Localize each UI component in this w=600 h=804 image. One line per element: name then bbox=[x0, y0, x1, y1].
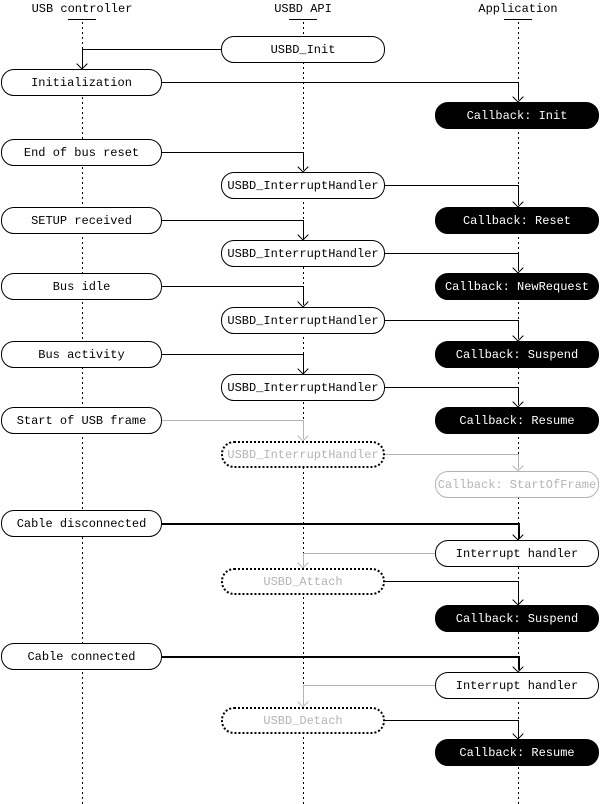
lane-underline-app bbox=[504, 19, 532, 20]
arrow-down-icon bbox=[512, 594, 524, 606]
arrow-down-icon bbox=[512, 661, 524, 673]
lane-header-controller: USB controller bbox=[31, 2, 133, 16]
node-cable-disconnected: Cable disconnected bbox=[1, 510, 162, 537]
node-usbd-interrupthandler-3: USBD_InterruptHandler bbox=[221, 307, 385, 334]
lifeline-api bbox=[303, 22, 304, 804]
arrow-down-icon bbox=[512, 396, 524, 408]
connector-usbd-attach-to-callback-suspend-2-vline bbox=[518, 581, 519, 603]
lane-underline-controller bbox=[68, 19, 96, 20]
connector-start-of-usb-frame-to-usbd-interrupthandler-5-hline bbox=[161, 420, 303, 421]
connector-cable-connected-to-interrupt-handler-2-vline bbox=[518, 656, 520, 670]
arrow-down-icon bbox=[297, 161, 309, 173]
arrow-down-icon bbox=[512, 728, 524, 740]
node-interrupt-handler-1: Interrupt handler bbox=[435, 540, 599, 567]
connector-usbd-interrupthandler-2-to-callback-newrequest-vline bbox=[518, 253, 519, 271]
connector-usbd-interrupthandler-1-to-callback-reset-hline bbox=[384, 185, 518, 186]
arrow-down-icon bbox=[512, 196, 524, 208]
node-start-of-usb-frame: Start of USB frame bbox=[1, 407, 162, 434]
connector-usbd-interrupthandler-2-to-callback-newrequest-hline bbox=[384, 253, 518, 254]
connector-usbd-init-to-initialization-vline bbox=[82, 49, 83, 67]
node-usbd-interrupthandler-2: USBD_InterruptHandler bbox=[221, 240, 385, 267]
connector-usbd-interrupthandler-3-to-callback-suspend-1-vline bbox=[518, 320, 519, 339]
arrow-down-icon bbox=[297, 363, 309, 375]
node-bus-idle: Bus idle bbox=[1, 273, 162, 300]
node-callback-init: Callback: Init bbox=[435, 102, 599, 129]
connector-usbd-interrupthandler-4-to-callback-resume-1-vline bbox=[518, 387, 519, 405]
connector-bus-idle-to-usbd-interrupthandler-3-hline bbox=[161, 286, 303, 287]
node-callback-suspend-2: Callback: Suspend bbox=[435, 605, 599, 632]
arrow-down-icon bbox=[512, 262, 524, 274]
node-usbd-attach: USBD_Attach bbox=[221, 568, 385, 595]
arrow-down-icon bbox=[297, 296, 309, 308]
node-interrupt-handler-2: Interrupt handler bbox=[435, 672, 599, 699]
connector-end-of-bus-reset-to-usbd-interrupthandler-1-hline bbox=[161, 152, 303, 153]
node-callback-startofframe: Callback: StartOfFrame bbox=[435, 471, 599, 498]
arrow-down-icon bbox=[512, 330, 524, 342]
node-setup-received: SETUP received bbox=[1, 207, 162, 234]
node-callback-newrequest: Callback: NewRequest bbox=[435, 273, 599, 300]
connector-usbd-attach-to-callback-suspend-2-hline bbox=[384, 581, 518, 582]
connector-interrupt-handler-2-to-usbd-detach-hline bbox=[303, 685, 436, 686]
connector-usbd-interrupthandler-5-to-callback-startofframe-hline bbox=[384, 454, 518, 455]
connector-usbd-interrupthandler-5-to-callback-startofframe-vline bbox=[518, 454, 519, 469]
connector-usbd-interrupthandler-4-to-callback-resume-1-hline bbox=[384, 387, 518, 388]
connector-cable-disconnected-to-interrupt-handler-1-hline bbox=[161, 523, 518, 525]
connector-start-of-usb-frame-to-usbd-interrupthandler-5-vline bbox=[303, 420, 304, 439]
lane-header-api: USBD API bbox=[274, 2, 332, 16]
connector-bus-idle-to-usbd-interrupthandler-3-vline bbox=[303, 286, 304, 305]
connector-interrupt-handler-2-to-usbd-detach-vline bbox=[303, 685, 304, 705]
node-callback-resume-1: Callback: Resume bbox=[435, 407, 599, 434]
node-end-of-bus-reset: End of bus reset bbox=[1, 139, 162, 166]
node-callback-reset: Callback: Reset bbox=[435, 207, 599, 234]
connector-usbd-detach-to-callback-resume-2-hline bbox=[384, 720, 518, 721]
connector-setup-received-to-usbd-interrupthandler-2-vline bbox=[303, 220, 304, 238]
node-cable-connected: Cable connected bbox=[1, 643, 162, 670]
connector-end-of-bus-reset-to-usbd-interrupthandler-1-vline bbox=[303, 152, 304, 170]
arrow-down-icon bbox=[512, 460, 524, 472]
arrow-down-icon bbox=[297, 430, 309, 442]
node-bus-activity: Bus activity bbox=[1, 341, 162, 368]
arrow-down-icon bbox=[297, 696, 309, 708]
arrow-down-icon bbox=[297, 557, 309, 569]
connector-initialization-to-callback-init-vline bbox=[518, 82, 519, 100]
connector-cable-connected-to-interrupt-handler-2-hline bbox=[161, 656, 518, 658]
connector-bus-activity-to-usbd-interrupthandler-4-vline bbox=[303, 354, 304, 372]
connector-setup-received-to-usbd-interrupthandler-2-hline bbox=[161, 220, 303, 221]
connector-initialization-to-callback-init-hline bbox=[161, 82, 518, 83]
connector-usbd-interrupthandler-3-to-callback-suspend-1-hline bbox=[384, 320, 518, 321]
node-callback-suspend-1: Callback: Suspend bbox=[435, 341, 599, 368]
lane-header-app: Application bbox=[478, 2, 558, 16]
node-usbd-detach: USBD_Detach bbox=[221, 707, 385, 734]
node-usbd-interrupthandler-4: USBD_InterruptHandler bbox=[221, 374, 385, 401]
connector-bus-activity-to-usbd-interrupthandler-4-hline bbox=[161, 354, 303, 355]
arrow-down-icon bbox=[297, 229, 309, 241]
arrow-down-icon bbox=[76, 58, 88, 70]
lane-underline-api bbox=[289, 19, 317, 20]
connector-usbd-init-to-initialization-hline bbox=[82, 49, 222, 50]
node-callback-resume-2: Callback: Resume bbox=[435, 739, 599, 766]
arrow-down-icon bbox=[512, 91, 524, 103]
arrow-down-icon bbox=[512, 529, 524, 541]
connector-cable-disconnected-to-interrupt-handler-1-vline bbox=[518, 523, 520, 538]
node-usbd-interrupthandler-5: USBD_InterruptHandler bbox=[221, 441, 385, 468]
connector-interrupt-handler-1-to-usbd-attach-vline bbox=[303, 553, 304, 566]
connector-usbd-detach-to-callback-resume-2-vline bbox=[518, 720, 519, 737]
node-usbd-init: USBD_Init bbox=[221, 36, 385, 63]
connector-usbd-interrupthandler-1-to-callback-reset-vline bbox=[518, 185, 519, 205]
node-usbd-interrupthandler-1: USBD_InterruptHandler bbox=[221, 172, 385, 199]
node-initialization: Initialization bbox=[1, 69, 162, 96]
connector-interrupt-handler-1-to-usbd-attach-hline bbox=[303, 553, 436, 554]
